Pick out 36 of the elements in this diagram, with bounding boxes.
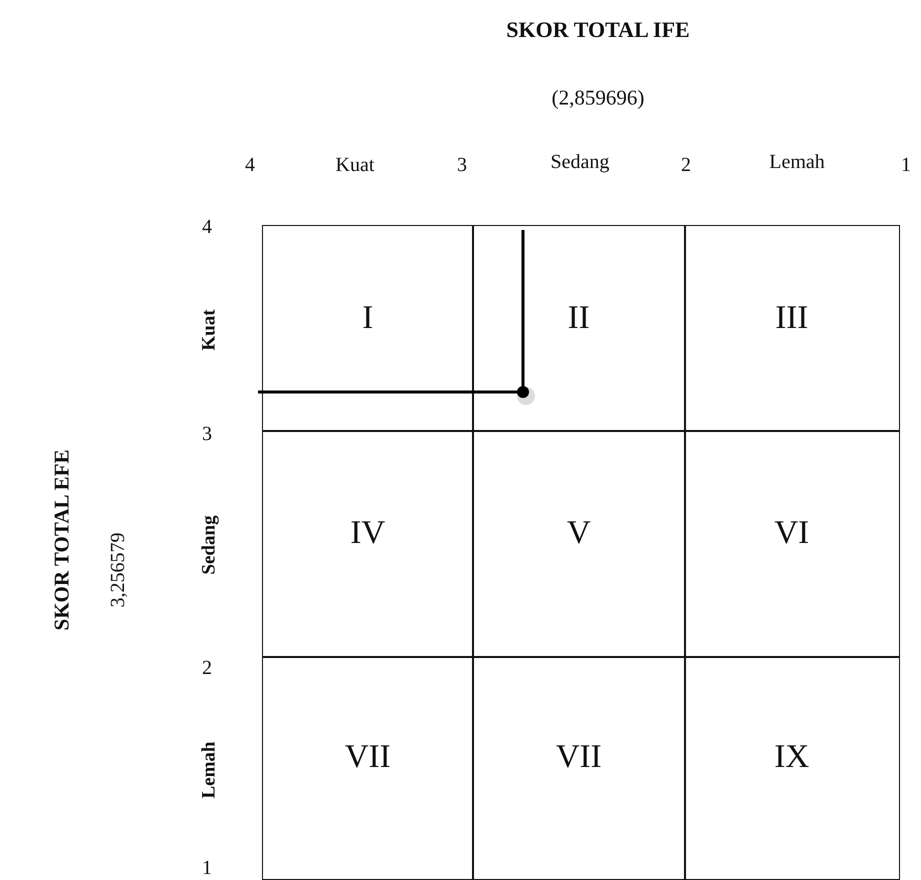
tick-label: 4	[245, 154, 255, 176]
tick-label: 4	[202, 216, 212, 238]
quadrant-numeral: IX	[774, 739, 810, 776]
axis-title: SKOR TOTAL IFE	[506, 18, 690, 42]
axis-category: Lemah	[769, 151, 825, 173]
tick-label: 1	[901, 154, 911, 176]
matrix-cell	[684, 656, 900, 880]
matrix-cell	[684, 225, 900, 432]
matrix-cell	[472, 656, 686, 880]
matrix-cell	[472, 225, 686, 432]
quadrant-numeral: I	[362, 300, 374, 337]
tick-label: 1	[202, 857, 212, 879]
axis-value: (2,859696)	[552, 86, 644, 110]
tick-label: 3	[202, 423, 212, 445]
axis-category: Sedang	[550, 151, 610, 173]
axis-category: Sedang	[200, 515, 220, 575]
tick-label: 2	[681, 154, 691, 176]
quadrant-numeral: VI	[774, 515, 810, 552]
axis-category: Kuat	[336, 154, 374, 176]
axis-category: Kuat	[200, 309, 220, 351]
matrix-cell	[684, 430, 900, 658]
matrix-cell	[262, 430, 474, 658]
quadrant-numeral: VII	[556, 739, 602, 776]
quadrant-numeral: IV	[350, 515, 386, 552]
tick-label: 3	[457, 154, 467, 176]
matrix-cell	[262, 225, 474, 432]
quadrant-numeral: II	[568, 300, 590, 337]
matrix-cell	[262, 656, 474, 880]
axis-title: SKOR TOTAL EFE	[50, 450, 74, 630]
tick-label: 2	[202, 657, 212, 679]
quadrant-numeral: V	[566, 515, 591, 552]
axis-value: 3,256579	[107, 532, 129, 608]
quadrant-numeral: III	[775, 300, 808, 337]
axis-category: Lemah	[200, 742, 220, 798]
matrix-cell	[472, 430, 686, 658]
quadrant-numeral: VII	[344, 739, 391, 776]
